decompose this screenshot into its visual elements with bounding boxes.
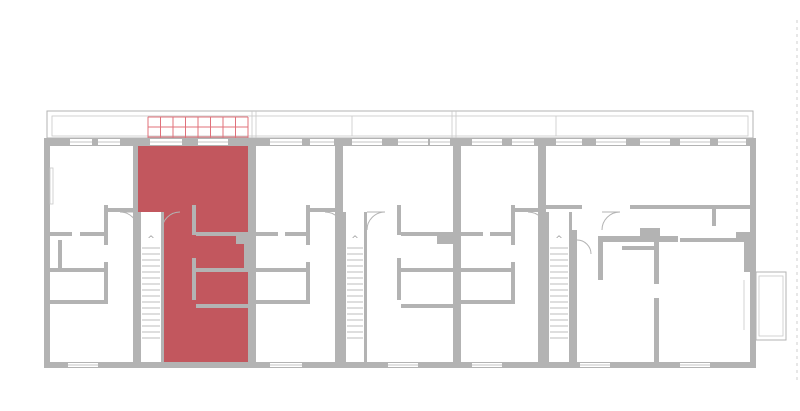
- west-window: [49, 167, 54, 205]
- door-swings: [119, 211, 621, 255]
- stair-wall: [161, 212, 164, 362]
- stair-wall: [138, 212, 141, 362]
- unit-2-balcony-grid: [147, 116, 249, 138]
- stair-core-bg: [546, 212, 572, 362]
- stair-core-bg: [138, 212, 164, 362]
- stair-wall: [546, 212, 549, 362]
- stair-arrow: ^: [351, 235, 359, 245]
- stair-arrow: ^: [555, 235, 563, 245]
- stair-wall: [364, 212, 367, 362]
- stair-cores: ^ ^ ^: [138, 212, 572, 362]
- east-balcony: [743, 271, 787, 341]
- party-walls: [133, 146, 546, 362]
- stair-arrow: ^: [147, 235, 155, 245]
- interior-partitions: [50, 205, 750, 362]
- balcony-strip: [46, 110, 754, 139]
- stair-wall: [343, 212, 346, 362]
- top-windows: [70, 139, 746, 145]
- stair-core-bg: [343, 212, 367, 362]
- stair-wall: [569, 212, 572, 362]
- bottom-windows: [68, 363, 710, 367]
